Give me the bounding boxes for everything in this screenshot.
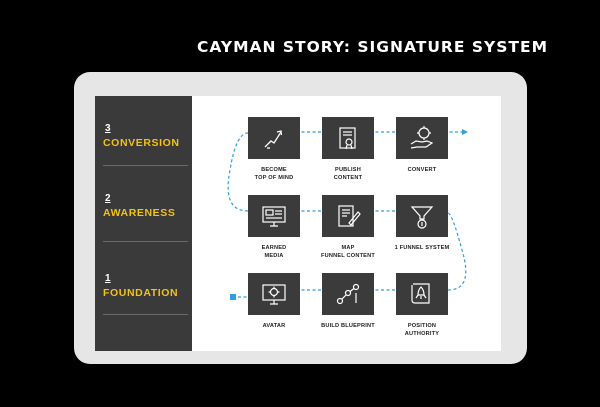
monitor-gear-icon	[248, 273, 300, 315]
rising-arrow-icon	[248, 117, 300, 159]
page-title: CAYMAN STORY: SIGNATURE SYSTEM	[196, 38, 548, 56]
funnel-dollar-icon	[396, 195, 448, 237]
stage-divider	[103, 241, 188, 242]
network-nodes-icon	[322, 273, 374, 315]
document-pen-icon	[322, 195, 374, 237]
step-label: MAP FUNNEL CONTENT	[321, 245, 375, 259]
step-label: EARNED MEDIA	[261, 245, 287, 259]
stage-number: 2	[105, 193, 111, 204]
step-publish-content: PUBLISH CONTENT	[318, 117, 378, 182]
step-label: BUILD BLUEPRINT	[321, 323, 375, 329]
stage-awareness: 2 AWARENESS	[103, 193, 188, 220]
step-map-funnel-content: MAP FUNNEL CONTENT	[318, 195, 378, 260]
step-become-top-of-mind: BECOME TOP OF MIND	[244, 117, 304, 182]
stage-label: FOUNDATION	[103, 287, 179, 299]
certificate-document-icon	[322, 117, 374, 159]
step-build-blueprint: BUILD BLUEPRINT	[318, 273, 378, 330]
stage-number: 3	[105, 123, 111, 134]
step-avatar: AVATAR	[244, 273, 304, 330]
step-label: AVATAR	[262, 323, 286, 329]
step-convert: CONVERT	[392, 117, 452, 174]
media-screen-icon	[248, 195, 300, 237]
step-position-authority: POSITION AUTHORITY	[392, 273, 452, 338]
hand-gear-dollar-icon	[396, 117, 448, 159]
stage-label: CONVERSION	[103, 137, 180, 149]
step-label: BECOME TOP OF MIND	[254, 167, 294, 181]
step-label: PUBLISH CONTENT	[333, 167, 363, 181]
step-label: CONVERT	[407, 167, 437, 173]
step-label: POSITION AUTHORITY	[404, 323, 440, 337]
stage-conversion: 3 CONVERSION	[103, 123, 188, 150]
stage-foundation: 1 FOUNDATION	[103, 273, 188, 300]
connector-curve	[447, 212, 467, 291]
step-label: 1 FUNNEL SYSTEM	[394, 245, 450, 251]
stage-divider	[103, 165, 188, 166]
stage-divider	[103, 314, 188, 315]
step-earned-media: EARNED MEDIA	[244, 195, 304, 260]
stage-sidebar: 3 CONVERSION 2 AWARENESS 1 FOUNDATION	[95, 96, 192, 351]
stage-number: 1	[105, 273, 111, 284]
connector-curve	[227, 132, 249, 212]
step-1-funnel-system: 1 FUNNEL SYSTEM	[392, 195, 452, 252]
flow-end-arrow	[462, 129, 468, 135]
rocket-scroll-icon	[396, 273, 448, 315]
stage-label: AWARENESS	[103, 207, 176, 219]
flow-start-marker	[230, 294, 236, 300]
